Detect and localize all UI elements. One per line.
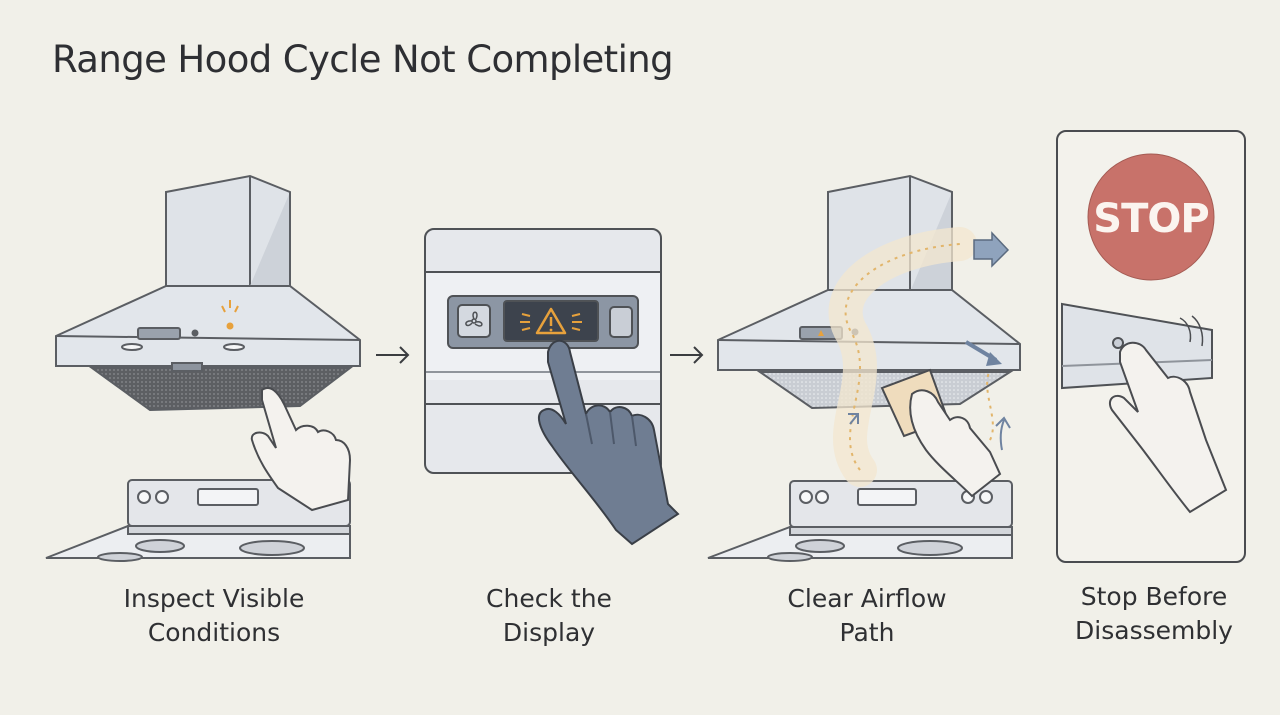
range-hood bbox=[55, 174, 361, 412]
stove bbox=[707, 480, 1013, 562]
arrow-right-icon bbox=[376, 346, 410, 364]
step-2-illustration bbox=[424, 228, 680, 546]
airflow-path bbox=[828, 227, 1011, 487]
arrow-right-icon bbox=[670, 346, 704, 364]
warning-icon bbox=[520, 307, 582, 335]
fan-icon bbox=[465, 311, 483, 327]
step-1-caption: Inspect Visible Conditions bbox=[123, 584, 305, 647]
step-3-illustration bbox=[707, 174, 1021, 562]
pointing-hand bbox=[250, 386, 352, 512]
step-2-caption: Check the Display bbox=[486, 584, 612, 647]
cleaning-hand bbox=[880, 368, 1002, 498]
stop-sign-icon: STOP bbox=[1087, 153, 1215, 281]
page-title: Range Hood Cycle Not Completing bbox=[52, 38, 674, 81]
step-4-illustration: STOP bbox=[1056, 130, 1246, 563]
hand bbox=[1108, 315, 1228, 514]
gloved-hand bbox=[537, 339, 680, 546]
stop-sign-text: STOP bbox=[1093, 196, 1208, 242]
arrow-right-icon bbox=[973, 231, 1010, 268]
step-3-caption: Clear Airflow Path bbox=[787, 584, 947, 647]
step-1-illustration bbox=[45, 174, 361, 562]
step-4-caption: Stop Before Disassembly bbox=[1075, 582, 1233, 645]
stove bbox=[45, 479, 351, 562]
